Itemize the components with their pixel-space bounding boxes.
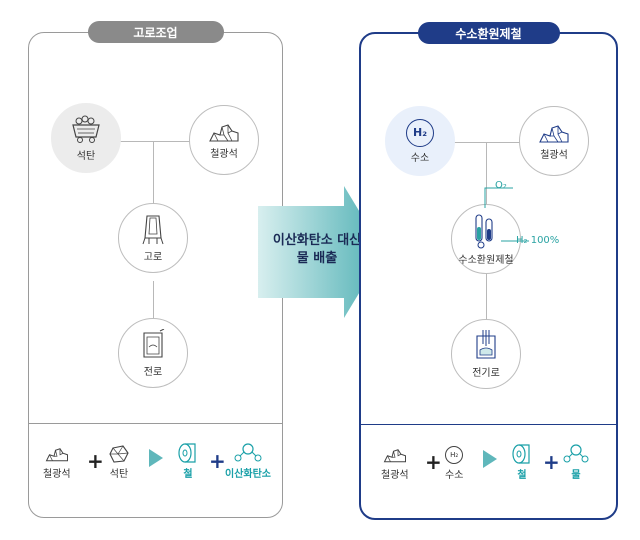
h2-annotation: H₂ 100% [516,235,560,246]
blast-furnace-equation: 철광석 + 석탄 철 + [29,443,282,503]
eq-hydrogen-label: 수소 [445,470,464,481]
eq-iron-label: 철 [183,469,193,480]
electric-furnace-icon [476,329,496,359]
coal-node: 석탄 [51,103,121,173]
hydrogen-equation: 철광석 + H₂ 수소 철 + 물 [361,444,616,504]
plus-icon: + [87,449,104,473]
steel-coil-icon [178,443,196,463]
h2-icon: H₂ [445,446,464,464]
o2-annotation: O₂ [495,180,507,191]
blast-furnace-icon [142,214,164,244]
small-arrow-icon [149,449,163,467]
converter-icon [143,328,165,358]
iron-ore-node: 철광석 [189,105,259,175]
h2-pointer-icon [501,240,529,242]
eq-iron-ore: 철광석 [43,445,71,480]
iron-ore-icon [383,449,406,463]
iron-ore-label: 철광석 [210,148,238,160]
eq-iron: 철 [511,444,533,481]
plus-icon: + [425,450,442,474]
eq-iron-ore-label: 철광석 [43,469,71,480]
electric-furnace-node: 전기로 [451,319,521,389]
connector-vertical [486,142,487,204]
eq-coal-label: 석탄 [109,469,129,480]
transition-caption-line2: 물 배출 [296,251,338,266]
eq-co2: 이산화탄소 [225,443,271,480]
eq-hydrogen: H₂ 수소 [445,446,463,481]
iron-ore-node: 철광석 [519,106,589,176]
iron-ore-icon [45,448,68,462]
blast-furnace-label: 고로 [143,251,163,263]
converter-node: 전로 [118,318,188,388]
eq-iron: 철 [177,443,199,480]
electric-furnace-label: 전기로 [472,367,500,379]
connector-vertical [486,274,487,320]
transition-caption-line1: 이산화탄소 대신 [272,233,362,248]
reactor-tubes-icon [475,213,493,248]
h2-icon: H₂ [406,118,434,147]
eq-coal: 석탄 [109,445,129,480]
panel-title: 수소환원제철 [417,22,560,44]
hydrogen-reduction-panel: 수소환원제철 H₂ 수소 철광석 수소환원제철 O₂ H₂ 100% [359,22,618,520]
iron-ore-icon [209,123,239,142]
small-arrow-icon [483,450,497,468]
plus-icon: + [543,450,560,474]
blast-furnace-panel: 고로조업 석탄 철광석 고로 [28,21,283,518]
connector-vertical [153,141,154,211]
iron-ore-label: 철광석 [540,149,568,161]
hydrogen-reduction-node: 수소환원제철 [451,204,521,274]
coal-cart-icon [72,115,100,143]
blast-furnace-node: 고로 [118,203,188,273]
eq-iron-label: 철 [517,470,527,481]
transition-arrow [258,186,384,318]
hydrogen-reduction-label: 수소환원제철 [458,254,514,266]
coal-label: 석탄 [76,150,96,162]
o2-pointer-icon [484,187,513,208]
eq-water-label: 물 [571,470,581,481]
connector-horizontal [112,141,224,142]
section-divider [29,423,282,424]
eq-water: 물 [563,444,589,481]
converter-label: 전로 [143,366,163,378]
eq-iron-ore: 철광석 [381,446,409,481]
hydrogen-node: H₂ 수소 [385,106,455,176]
plus-icon: + [209,449,226,473]
transition-caption: 이산화탄소 대신 물 배출 [262,232,372,268]
eq-co2-label: 이산화탄소 [225,469,271,480]
water-molecule-icon [563,444,589,463]
panel-title: 고로조업 [87,21,224,43]
co2-molecule-icon [234,443,262,462]
hydrogen-label: 수소 [410,152,430,164]
coal-icon [109,445,129,463]
section-divider [361,424,616,425]
connector-vertical [153,281,154,319]
iron-ore-icon [539,124,569,143]
eq-iron-ore-label: 철광석 [381,470,409,481]
steel-coil-icon [512,444,530,464]
